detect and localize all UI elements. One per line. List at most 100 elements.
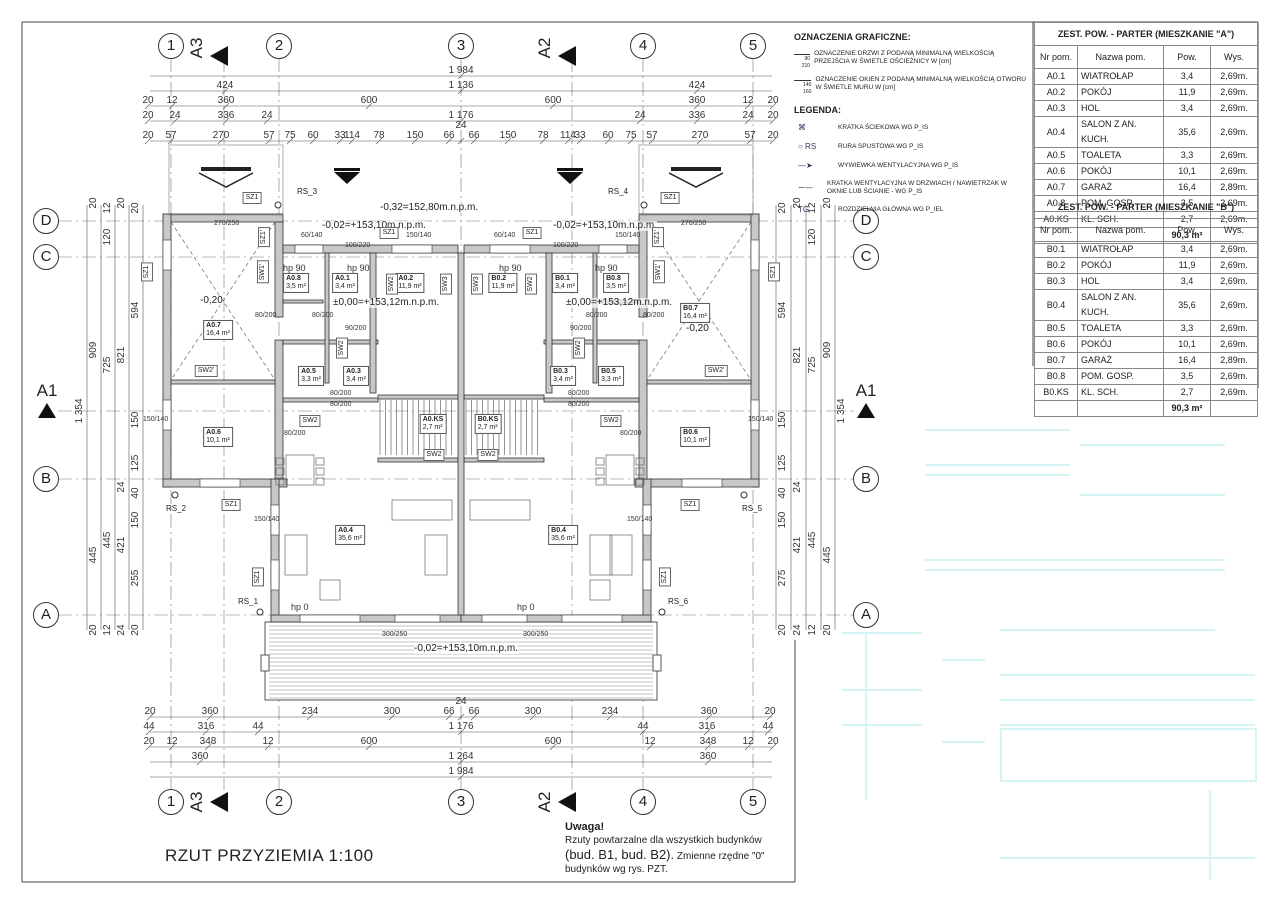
axis-bubble-2: 2 <box>266 789 292 815</box>
opening-size: 150/140 <box>143 416 169 423</box>
dimension-label: 1 176 <box>448 721 474 732</box>
dimension-label: 12 <box>807 624 818 636</box>
dimension-tick <box>286 137 294 145</box>
dimension-label: 150 <box>777 411 788 429</box>
axis-bubble-4: 4 <box>630 789 656 815</box>
dimension-label: 40 <box>130 487 141 499</box>
door-marking-text: OZNACZENIE DRZWI Z PODANĄ MINIMALNĄ WIEL… <box>814 50 995 66</box>
dimension-tick <box>144 102 152 110</box>
section-label-a2: A2 <box>535 791 554 813</box>
opening-size: 80/200 <box>312 312 334 319</box>
dimension-label: 75 <box>625 130 637 141</box>
dimension-label: 909 <box>88 341 99 359</box>
legend-item: —➤WYWIEWKA WENTYLACYJNA WG P_IS <box>794 161 1028 171</box>
dimension-label: 421 <box>116 536 127 554</box>
opening-size: 60/140 <box>301 232 323 239</box>
section-label-a2: A2 <box>535 37 554 59</box>
chair <box>275 467 285 476</box>
dimension-tick <box>445 713 453 721</box>
dimension-label: 20 <box>767 736 779 747</box>
window <box>270 559 280 591</box>
dimension-tick <box>222 102 230 110</box>
window-marking-text: OZNACZENIE OKIEN Z PODANĄ MINIMALNĄ WIEL… <box>815 76 1027 92</box>
dimension-label: 78 <box>537 130 549 141</box>
dimension-label: 66 <box>468 706 480 717</box>
window <box>750 399 760 431</box>
window <box>162 239 172 271</box>
opening-size: 80/200 <box>620 430 642 437</box>
table-cell: 2,69m. <box>1210 289 1258 321</box>
entrance-bar <box>201 167 251 171</box>
room-number: A0.1 <box>335 274 350 282</box>
wall-tag: SZ1 <box>522 227 542 239</box>
dimension-label: 360 <box>217 95 235 106</box>
room-number: B0.8 <box>606 274 621 282</box>
table-cell: SALON Z AN. KUCH. <box>1077 289 1164 321</box>
dimension-label: 316 <box>698 721 716 732</box>
table-cell: 2,69m. <box>1210 368 1258 385</box>
legend-title: LEGENDA: <box>794 105 841 115</box>
dimension-label: 12 <box>166 95 178 106</box>
opening-size: 80/200 <box>586 312 608 319</box>
dimension-label: 24 <box>742 110 754 121</box>
room-area: 3,4 m² <box>555 283 575 290</box>
sofa <box>284 534 308 576</box>
dimension-tick <box>696 137 704 145</box>
table-cell: 35,6 <box>1163 289 1211 321</box>
dimension-tick <box>144 137 152 145</box>
dimension-label: 150 <box>130 411 141 429</box>
dimension-label: 44 <box>143 721 155 732</box>
dimension-tick <box>306 713 314 721</box>
opening-size: 80/200 <box>643 312 665 319</box>
dimension-tick <box>606 713 614 721</box>
column-header: Nr pom. <box>1034 45 1078 69</box>
opening-size: 80/200 <box>330 390 352 397</box>
dimension-label: 20 <box>142 130 154 141</box>
chair <box>595 457 605 466</box>
wall-tag: SW1' <box>257 260 269 284</box>
dimension-label: 594 <box>130 301 141 319</box>
axis-bubble-C: C <box>33 244 59 270</box>
wall <box>543 339 640 345</box>
axis-bubble-D: D <box>853 208 879 234</box>
dimension-label: 594 <box>777 301 788 319</box>
entrance-bar <box>671 167 721 171</box>
dimension-label: 336 <box>688 110 706 121</box>
wall-tag: SZ1' <box>652 226 664 248</box>
dimension-label: 1 264 <box>448 751 474 762</box>
note-line-3: budynków wg rys. PZT. <box>565 863 668 875</box>
dimension-tick <box>336 137 344 145</box>
dimension-label: 300 <box>383 706 401 717</box>
dimension-tick <box>549 743 557 751</box>
room-area: 35,6 m² <box>551 535 575 542</box>
wall-tag: SZ1 <box>660 192 680 204</box>
room-number: B0.3 <box>553 367 568 375</box>
note-line-2a: (bud. B1, bud. B2). <box>565 847 675 863</box>
wall-tag: SW3 <box>440 273 452 295</box>
dimension-label: 360 <box>700 706 718 717</box>
axis-bubble-A: A <box>853 602 879 628</box>
room-area: 3,4 m² <box>553 376 573 383</box>
table-cell: POKÓJ <box>1077 84 1164 101</box>
dimension-label: 33 <box>574 130 586 141</box>
dimension-label: 60 <box>602 130 614 141</box>
dimension-tick <box>549 102 557 110</box>
dimension-tick <box>746 137 754 145</box>
wall <box>642 478 652 623</box>
dimension-label: 20 <box>142 95 154 106</box>
sofa <box>424 534 448 576</box>
garage-hatch <box>646 221 752 381</box>
dimension-tick <box>222 117 230 125</box>
dimension-label: 445 <box>822 546 833 564</box>
table-cell: 2,69m. <box>1210 257 1258 274</box>
garage-hatch <box>170 221 276 381</box>
table-cell: WIATROŁAP <box>1077 241 1164 258</box>
window <box>199 478 241 488</box>
table-cell: 2,69m. <box>1210 241 1258 258</box>
